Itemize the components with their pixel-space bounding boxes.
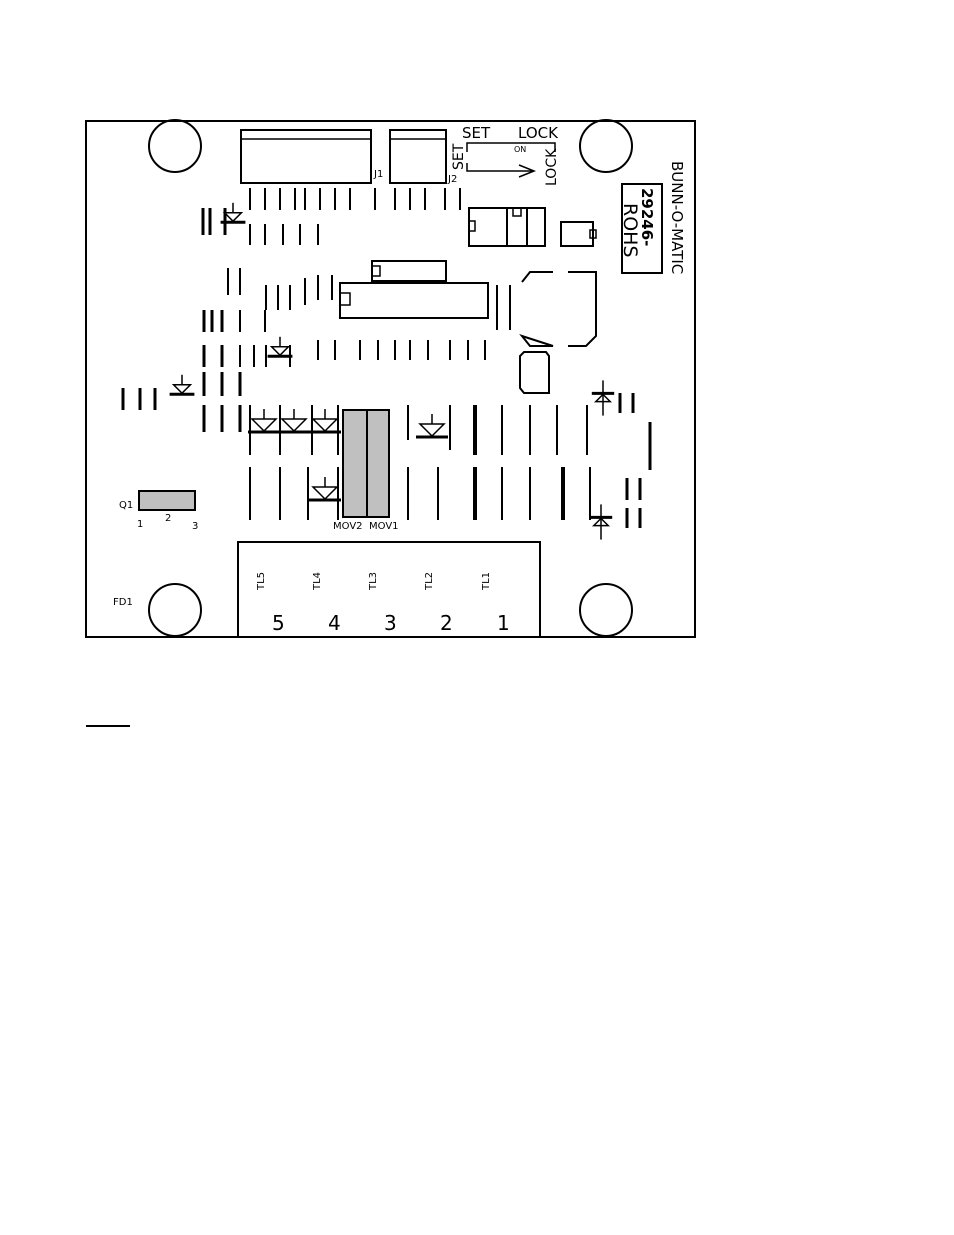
diode-icon — [268, 337, 293, 356]
q1-pin2-label: 2 — [165, 513, 171, 524]
ic-chip-small — [372, 261, 446, 281]
diode-icon — [416, 414, 448, 437]
mov2-label: MOV2 — [333, 521, 363, 532]
switch-side-set-label: SET — [451, 143, 467, 170]
q1-label: Q1 — [119, 500, 133, 511]
diode-icon — [592, 380, 614, 415]
terminal-label: TL5 — [256, 572, 267, 591]
mounting-hole-bottom-right — [580, 584, 632, 636]
diode-icon — [278, 409, 310, 432]
q1-pin1-label: 1 — [137, 519, 143, 530]
j1-label: J1 — [373, 169, 383, 180]
terminal-labels: TL5 5 TL4 4 TL3 3 TL2 2 TL1 1 — [256, 572, 510, 635]
j2-label: J2 — [447, 174, 457, 185]
terminal-number: 3 — [384, 611, 397, 635]
board-outline — [86, 121, 695, 637]
switch-lock-label: LOCK — [518, 124, 559, 142]
mounting-hole-bottom-left — [149, 584, 201, 636]
connector-j1: J1 — [241, 130, 383, 183]
jumper-block — [469, 208, 545, 246]
terminal-number: 1 — [497, 611, 510, 635]
diode-icon — [170, 375, 195, 394]
diode-icon — [309, 477, 341, 500]
mounting-hole-top-left — [149, 120, 201, 172]
rohs-label: ROHS — [619, 203, 641, 258]
terminal-label: TL4 — [312, 572, 323, 591]
switch-on-label: ON — [514, 145, 526, 154]
terminal-label: TL2 — [424, 572, 435, 591]
terminal-number: 5 — [272, 611, 285, 635]
capacitor-block — [520, 272, 596, 393]
q1-pin3-label: 3 — [192, 521, 198, 532]
terminal-number: 4 — [328, 611, 341, 635]
transistor-q1: Q1 1 2 3 — [119, 491, 198, 532]
diode-icon — [248, 409, 280, 432]
fd1-label: FD1 — [113, 597, 133, 608]
switch-side-lock-label: LOCK — [544, 148, 560, 186]
diode-group — [170, 203, 615, 540]
terminal-number: 2 — [440, 611, 453, 635]
diode-icon — [590, 504, 612, 539]
mounting-hole-top-right — [580, 120, 632, 172]
ic-chip-large — [340, 283, 488, 318]
small-component-block — [561, 222, 596, 246]
mov-components: MOV2 MOV1 — [333, 410, 399, 532]
terminal-label: TL1 — [481, 572, 492, 591]
switch-set-label: SET — [462, 124, 491, 142]
connector-j2: J2 — [390, 130, 457, 185]
diode-icon — [309, 409, 341, 432]
brand-label: BUNN-O-MATIC — [668, 161, 686, 274]
terminal-label: TL3 — [368, 572, 379, 591]
mov1-label: MOV1 — [369, 521, 399, 532]
set-lock-switch: SET LOCK ON SET LOCK — [451, 124, 560, 186]
